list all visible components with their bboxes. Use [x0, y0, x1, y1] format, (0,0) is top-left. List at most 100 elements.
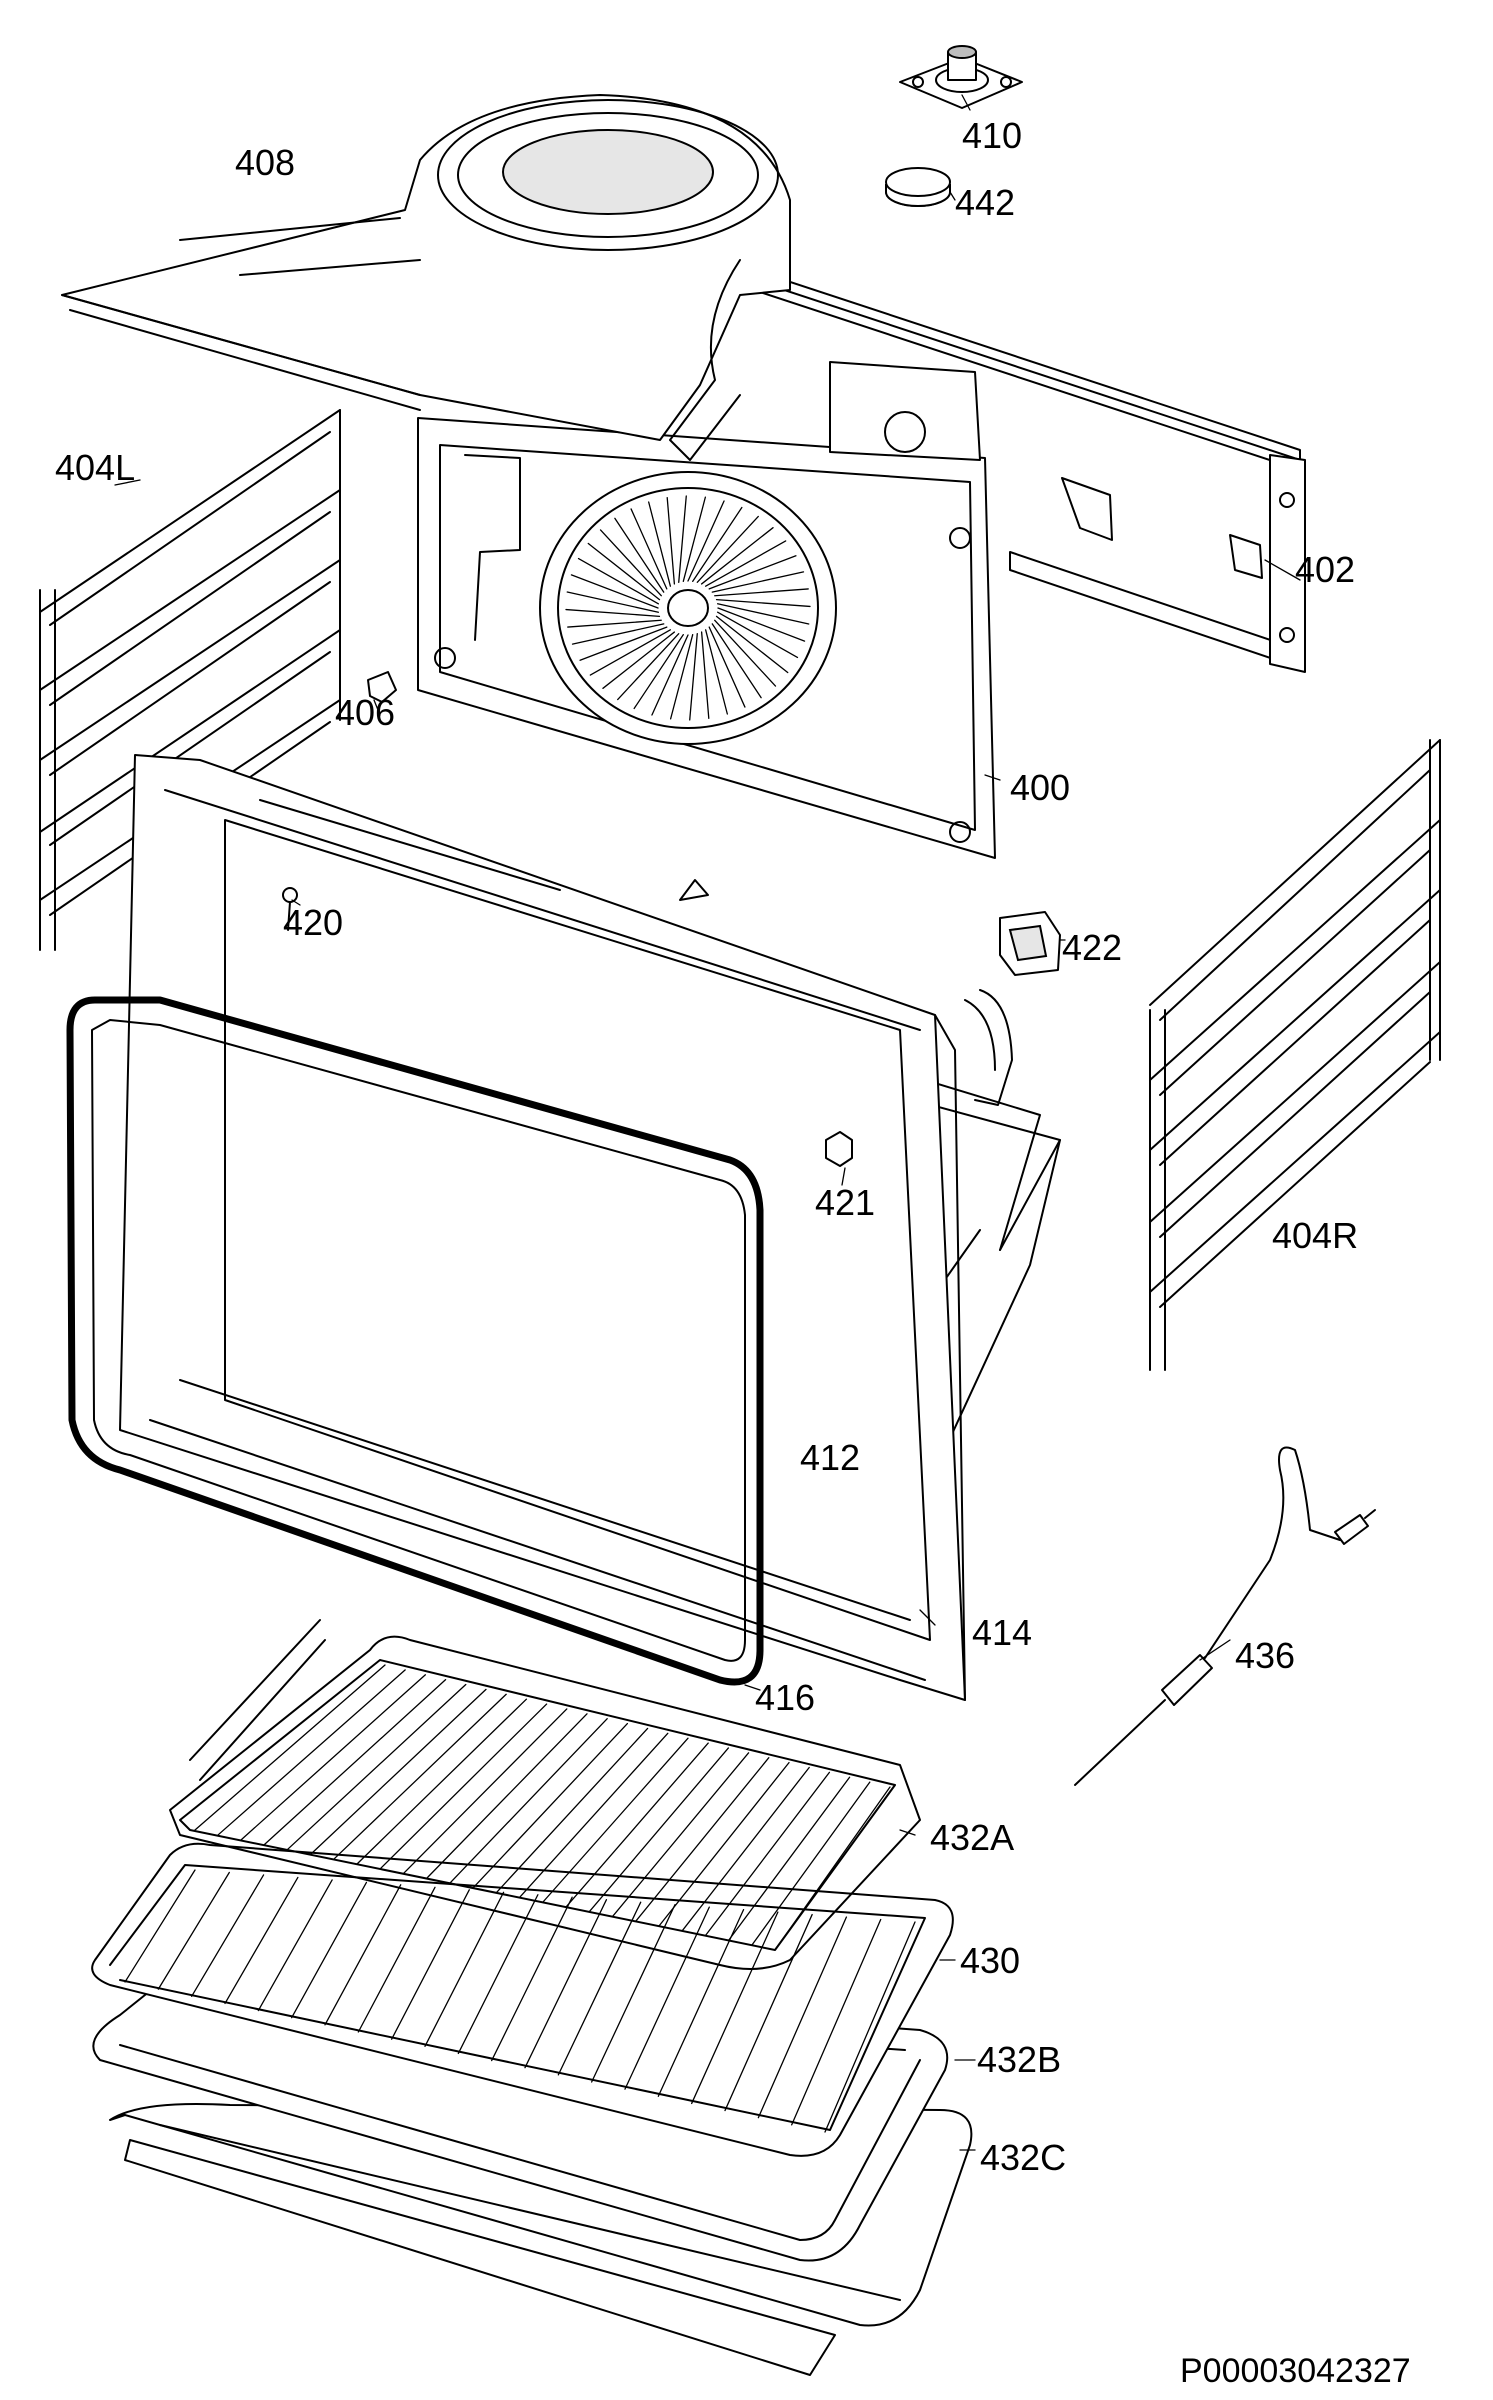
grid-bar: [658, 1761, 790, 1927]
grid-bar: [194, 1664, 386, 1831]
fan-guard-spoke: [666, 496, 676, 585]
wire-grid-icon: [169, 1619, 921, 1970]
grill-bar: [191, 1874, 265, 1997]
grid-bar: [263, 1678, 447, 1846]
fan-motor-mount-icon: [899, 45, 1023, 109]
grill-bar: [124, 1869, 196, 1983]
grid-bar: [611, 1752, 750, 1918]
grill-bar: [757, 1916, 848, 2119]
fan-guard-spoke: [715, 615, 789, 674]
leader-lines: [114, 94, 1301, 2151]
grill-bar: [557, 1901, 642, 2076]
fan-guard-spoke: [714, 619, 777, 687]
fan-guard-spoke: [599, 529, 662, 597]
fan-guard-spoke: [704, 629, 728, 715]
grid-bar: [635, 1757, 770, 1922]
meat-probe-icon: [1074, 1446, 1376, 1786]
callout-404R: 404R: [1272, 1215, 1358, 1256]
fan-guard-spoke: [614, 517, 665, 593]
fan-guard-spoke: [589, 629, 672, 676]
fan-guard-spoke: [682, 496, 707, 582]
fan-guard-spoke: [577, 557, 660, 605]
fan-guard-spoke: [715, 599, 811, 608]
callout-442: 442: [955, 182, 1015, 223]
fan-guard-spoke: [602, 631, 676, 689]
screw-icon: [282, 887, 298, 931]
callout-412: 412: [800, 1437, 860, 1478]
callout-422: 422: [1062, 927, 1122, 968]
lamp-holder-icon: [964, 911, 1061, 1106]
callout-416: 416: [755, 1677, 815, 1718]
callout-400: 400: [1010, 767, 1070, 808]
clip-icon: [367, 671, 397, 703]
grid-bar: [681, 1766, 810, 1932]
fan-guard-spoke: [704, 540, 787, 587]
grid-bar: [379, 1703, 548, 1870]
grill-bar: [791, 1918, 882, 2126]
fan-guard-spoke: [717, 607, 806, 642]
callout-420: 420: [283, 902, 343, 943]
callout-402: 402: [1295, 549, 1355, 590]
fan-guard-spoke: [617, 633, 680, 701]
right-shelf-support-icon: [1149, 739, 1441, 1371]
grill-bar: [691, 1911, 779, 2105]
fan-guard-spoke: [579, 626, 668, 661]
callout-406: 406: [335, 692, 395, 733]
fan-guard-spoke: [700, 527, 774, 585]
grid-bar: [217, 1669, 406, 1836]
grill-bar: [624, 1906, 710, 2090]
fan-guard-spoke: [566, 591, 660, 613]
fan-guard-spoke: [716, 603, 810, 625]
fan-guard-spoke: [571, 623, 665, 645]
grill-bar: [291, 1881, 368, 2019]
grid-bar: [774, 1786, 891, 1951]
grill-bar: [491, 1896, 573, 2062]
callout-421: 421: [815, 1182, 875, 1223]
round-cap-icon: [885, 167, 951, 207]
callout-436: 436: [1235, 1635, 1295, 1676]
grid-bar: [704, 1771, 831, 1937]
grid-bar: [356, 1698, 528, 1865]
door-gasket-icon: [66, 996, 764, 1686]
grid-bar: [310, 1688, 487, 1855]
grill-bar: [457, 1894, 539, 2055]
grill-bar: [424, 1891, 505, 2047]
fan-guard-spoke: [567, 619, 662, 628]
callout-432B: 432B: [977, 2039, 1061, 2080]
grid-bar: [727, 1776, 851, 1942]
fan-guard-spoke: [630, 508, 668, 590]
left-shelf-support-icon: [39, 409, 341, 951]
grid-bar: [403, 1708, 568, 1874]
fan-guard-spoke: [714, 588, 809, 597]
grill-bar: [257, 1879, 333, 2012]
grid-bar: [519, 1732, 669, 1898]
callout-432C: 432C: [980, 2137, 1066, 2178]
nut-icon: [825, 1131, 853, 1167]
fan-guard-spoke: [565, 608, 661, 617]
grid-bar: [449, 1718, 608, 1884]
grid-bar: [565, 1742, 709, 1908]
grid-bar: [472, 1722, 629, 1889]
rear-rail-icon: [759, 271, 1306, 673]
front-frame-icon: [119, 754, 966, 1701]
fan-guard-spoke: [708, 555, 797, 590]
callout-414: 414: [972, 1612, 1032, 1653]
fan-guard-spoke: [633, 634, 684, 710]
callout-430: 430: [960, 1940, 1020, 1981]
fan-guard-spoke: [711, 571, 805, 593]
grid-bar: [287, 1683, 467, 1850]
grid-bar: [333, 1693, 507, 1860]
grid-bar: [588, 1747, 730, 1913]
grill-bar: [324, 1884, 402, 2026]
fan-guard-spoke: [687, 500, 725, 582]
fan-guard-spoke: [696, 515, 759, 583]
grill-bar: [224, 1876, 299, 2005]
fan-guard-spoke: [678, 495, 687, 583]
fan-guard-spoke: [711, 623, 762, 699]
grill-bar: [591, 1904, 676, 2083]
grill-grid-icon: [91, 1842, 954, 2157]
part-callouts: 410 442 408 404L 402 406 400 420 422 421…: [55, 115, 1358, 2178]
fan-guard-spoke: [700, 631, 710, 720]
fan-guard-spoke: [651, 634, 689, 716]
